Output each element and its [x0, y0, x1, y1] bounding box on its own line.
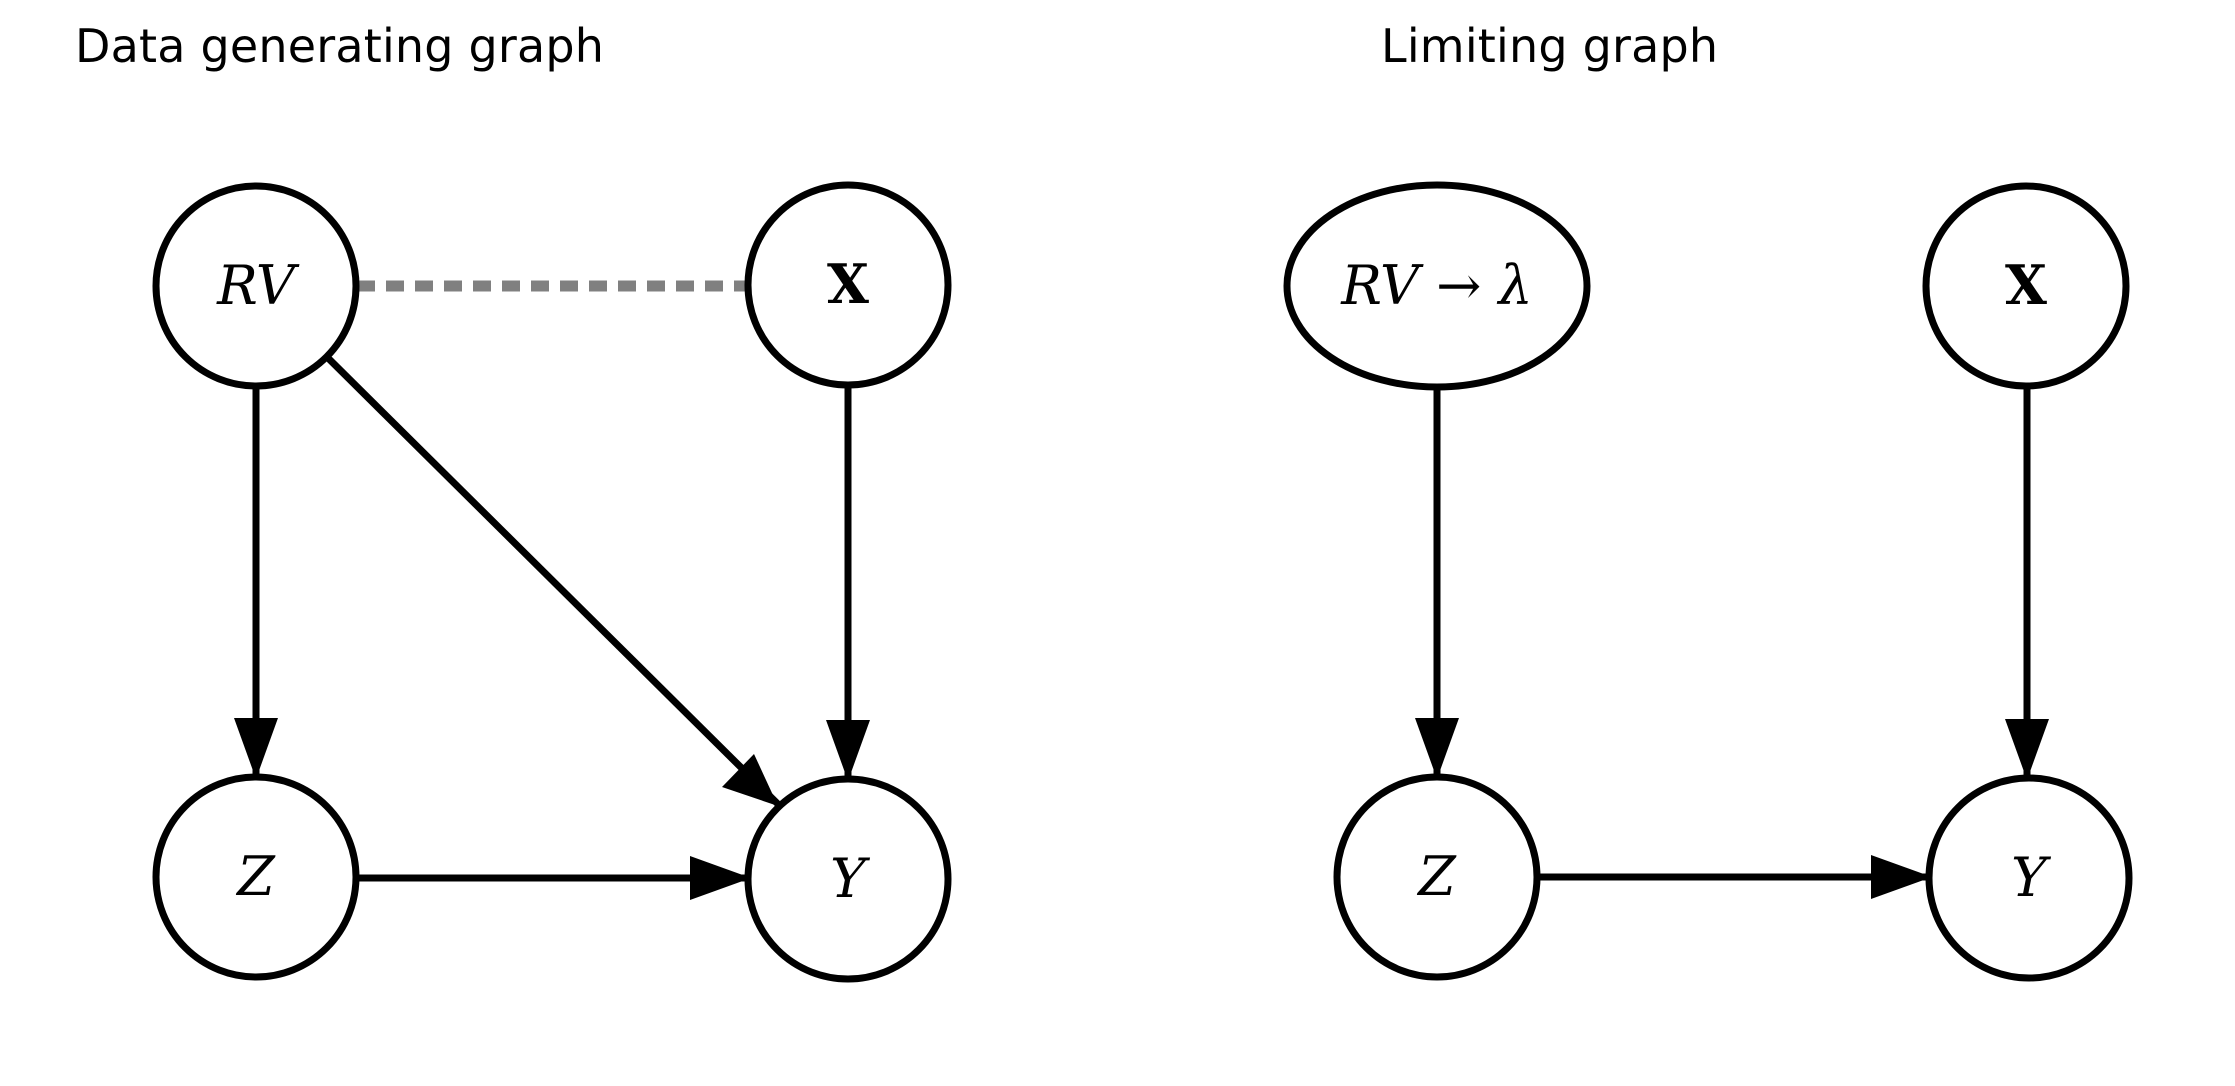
- node-x-label: X: [827, 252, 869, 316]
- node-z-label: Z: [235, 845, 276, 908]
- node-y-limit-shape[interactable]: [1925, 774, 2133, 982]
- node-y-shape[interactable]: [744, 775, 952, 983]
- edge-group-right: Z --> Y --> Y -->: [1415, 386, 2049, 899]
- node-x-limit-label: X: [2005, 253, 2047, 317]
- node-rv-limit[interactable]: RV → λ: [1283, 181, 1591, 391]
- node-z[interactable]: Z: [152, 773, 360, 981]
- edge-x-y-arrowhead: [826, 720, 870, 781]
- node-x[interactable]: X: [744, 181, 952, 389]
- node-z-shape[interactable]: [152, 773, 360, 981]
- node-y-label: Y: [830, 847, 870, 910]
- panel-title-limiting-graph: Limiting graph: [1381, 19, 1718, 73]
- edge-rv-z-arrowhead: [234, 718, 278, 779]
- node-x-shape[interactable]: [744, 181, 952, 389]
- node-x-limit[interactable]: X: [1922, 182, 2130, 390]
- edge-z2-y2-arrowhead: [1871, 855, 1932, 899]
- edge-group-left: Z --> Y (diagonal) --> Y --> Y -->: [234, 280, 870, 900]
- edge-rv-y-arrowhead: [722, 754, 778, 806]
- node-rv-shape[interactable]: [152, 182, 360, 390]
- node-y-limit-label: Y: [2011, 846, 2051, 909]
- node-x-limit-shape[interactable]: [1922, 182, 2130, 390]
- node-z-limit-label: Z: [1416, 845, 1457, 908]
- node-y[interactable]: Y: [744, 775, 952, 983]
- node-z-limit[interactable]: Z: [1333, 773, 1541, 981]
- edge-z-y-arrowhead: [690, 856, 751, 900]
- node-rv[interactable]: RV: [152, 182, 360, 390]
- node-z-limit-shape[interactable]: [1333, 773, 1541, 981]
- node-rv-limit-label: RV → λ: [1340, 254, 1533, 317]
- node-rv-limit-shape[interactable]: [1283, 181, 1591, 391]
- edge-rvlim-z2-arrowhead: [1415, 718, 1459, 779]
- node-y-limit[interactable]: Y: [1925, 774, 2133, 982]
- edge-rv-y-line: [324, 354, 793, 819]
- panel-limiting-graph: Limiting graph Z --> Y --> Y --> RV → λ …: [1283, 19, 2133, 982]
- edge-x2-y2-arrowhead: [2005, 719, 2049, 780]
- panel-data-generating-graph: Data generating graph Z --> Y (diagonal)…: [75, 19, 952, 983]
- panel-title-data-generating-graph: Data generating graph: [75, 19, 604, 73]
- node-rv-label: RV: [216, 254, 300, 317]
